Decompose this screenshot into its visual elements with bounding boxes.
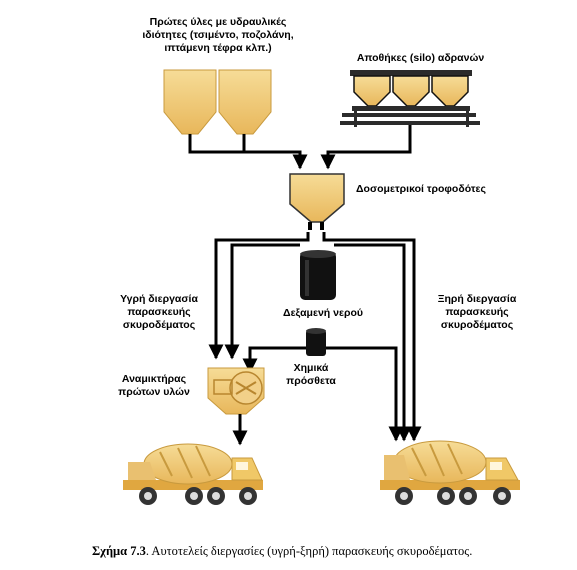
feeders-label: Δοσομετρικοί τροφοδότες xyxy=(356,183,516,196)
concrete-truck-wet xyxy=(123,443,263,505)
mixer-line-2: πρώτων υλών xyxy=(118,386,190,398)
dry-process-line-2: παρασκευής xyxy=(445,306,509,318)
chemicals-lines xyxy=(242,346,404,442)
distribution-lines xyxy=(208,232,422,442)
wet-process-line-1: Υγρή διεργασία xyxy=(120,293,198,305)
wet-process-line-3: σκυροδέματος xyxy=(122,319,196,331)
feed-lines-top xyxy=(188,125,412,170)
mixer-label: Αναμικτήρας πρώτων υλών xyxy=(104,373,204,399)
dry-process-line-1: Ξηρή διεργασία xyxy=(437,293,517,305)
raw-material-mixer xyxy=(207,367,265,415)
concrete-truck-dry xyxy=(380,440,520,505)
dry-process-line-3: σκυροδέματος xyxy=(440,319,514,331)
mixer-line-1: Αναμικτήρας xyxy=(121,373,187,385)
figure-caption: Σχήμα 7.3. Αυτοτελείς διεργασίες (υγρή-ξ… xyxy=(92,544,472,559)
water-tank-label: Δεξαμενή νερού xyxy=(268,307,378,320)
wet-process-label: Υγρή διεργασία παρασκευής σκυροδέματος xyxy=(104,293,214,332)
feeders-label-text: Δοσομετρικοί τροφοδότες xyxy=(356,183,486,195)
dosing-feeder xyxy=(289,173,345,230)
water-tank xyxy=(300,250,336,300)
raw-materials-label: Πρώτες ύλες με υδραυλικές ιδιότητες (τσι… xyxy=(128,16,308,55)
dry-process-label: Ξηρή διεργασία παρασκευής σκυροδέματος xyxy=(422,293,532,332)
silos-label: Αποθήκες (silo) αδρανών xyxy=(338,52,503,65)
chemicals-label: Χημικά πρόσθετα xyxy=(276,362,346,388)
wet-process-line-2: παρασκευής xyxy=(127,306,191,318)
raw-material-silo-left xyxy=(163,69,217,135)
water-tank-label-text: Δεξαμενή νερού xyxy=(283,307,363,319)
chemicals-line-2: πρόσθετα xyxy=(286,375,336,387)
raw-materials-line-2: ιδιότητες (τσιμέντο, ποζολάνη, xyxy=(142,29,294,41)
silos-label-text: Αποθήκες (silo) αδρανών xyxy=(356,52,485,64)
raw-material-silo-right xyxy=(218,69,272,135)
raw-materials-line-3: ιπτάμενη τέφρα κλπ.) xyxy=(164,42,272,54)
figure-number: Σχήμα 7.3 xyxy=(92,544,146,558)
chemicals-line-1: Χημικά xyxy=(293,362,329,374)
raw-materials-line-1: Πρώτες ύλες με υδραυλικές xyxy=(149,16,287,28)
aggregate-silos xyxy=(340,70,480,127)
chemicals-container xyxy=(306,328,326,356)
figure-caption-text: . Αυτοτελείς διεργασίες (υγρή-ξηρή) παρα… xyxy=(145,544,473,558)
